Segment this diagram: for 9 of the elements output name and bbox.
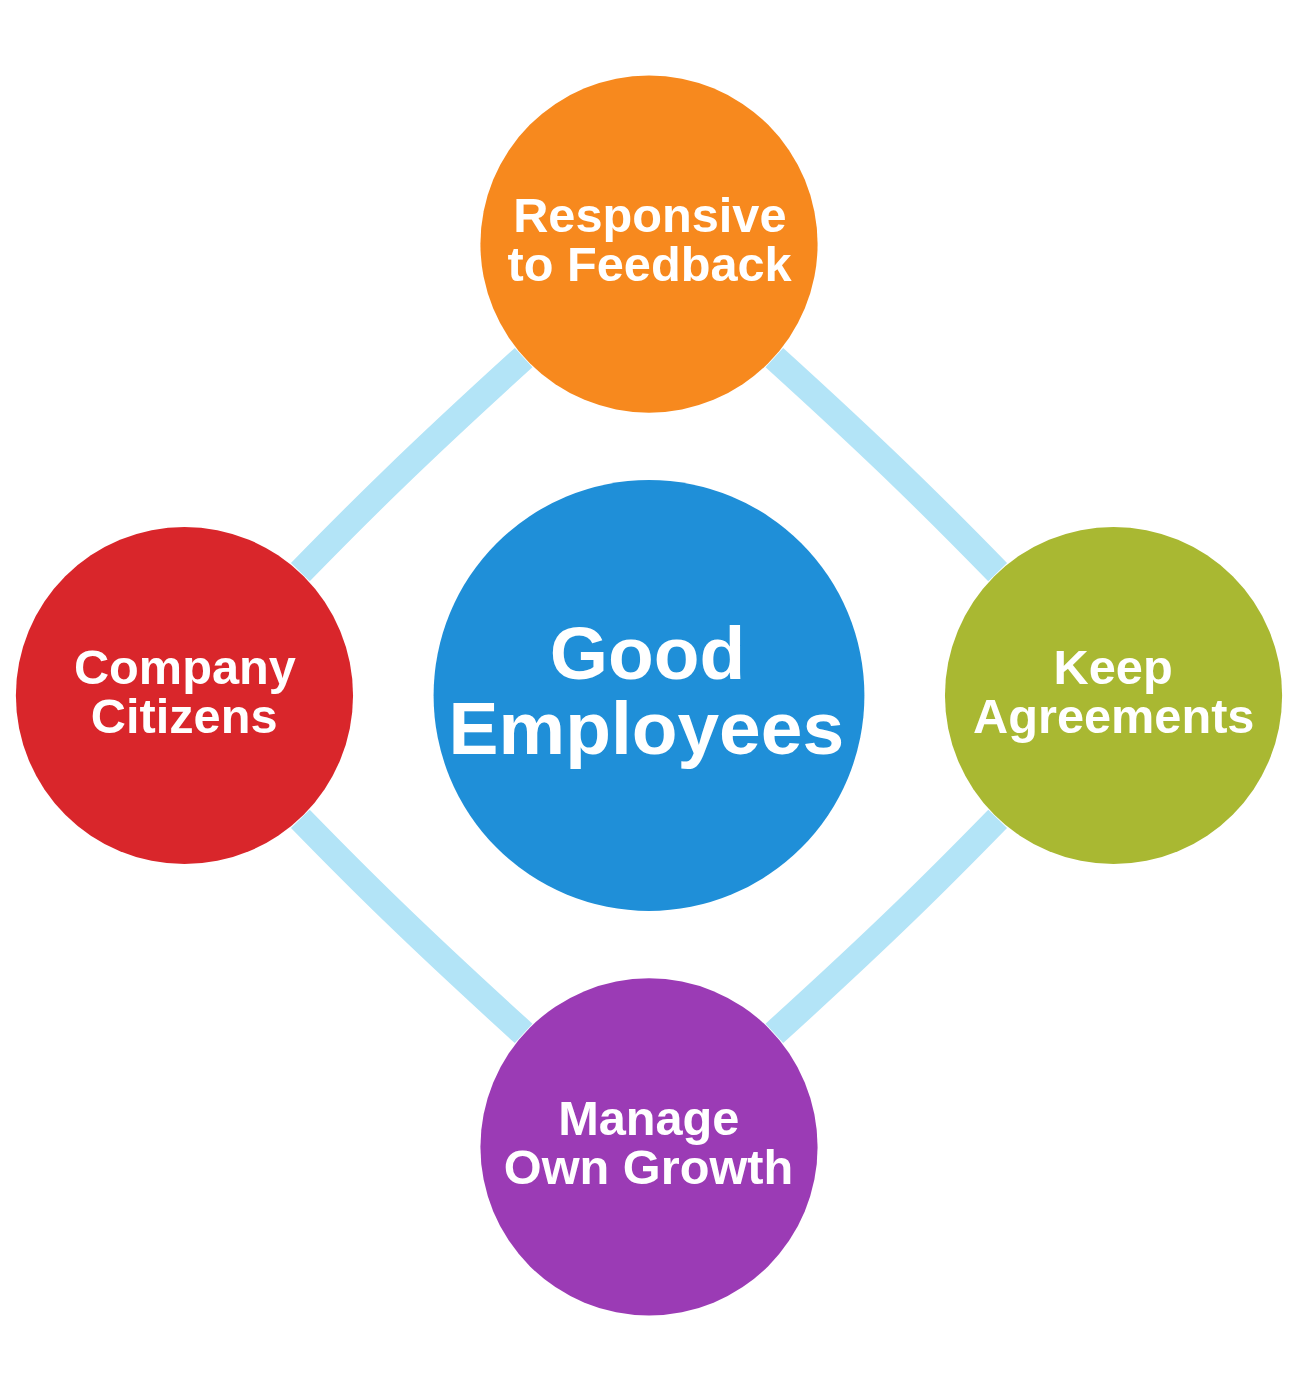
node-circle: Keep Agreements bbox=[944, 526, 1283, 864]
connector bbox=[290, 347, 533, 581]
node-circle: Responsive to Feedback bbox=[480, 75, 818, 413]
node-circle: Company Citizens bbox=[15, 526, 354, 864]
connector bbox=[765, 347, 1008, 581]
node-circle: Good Employees bbox=[433, 479, 865, 911]
connector bbox=[290, 809, 533, 1043]
node-circle: Manage Own Growth bbox=[480, 977, 818, 1315]
connector bbox=[765, 809, 1008, 1043]
